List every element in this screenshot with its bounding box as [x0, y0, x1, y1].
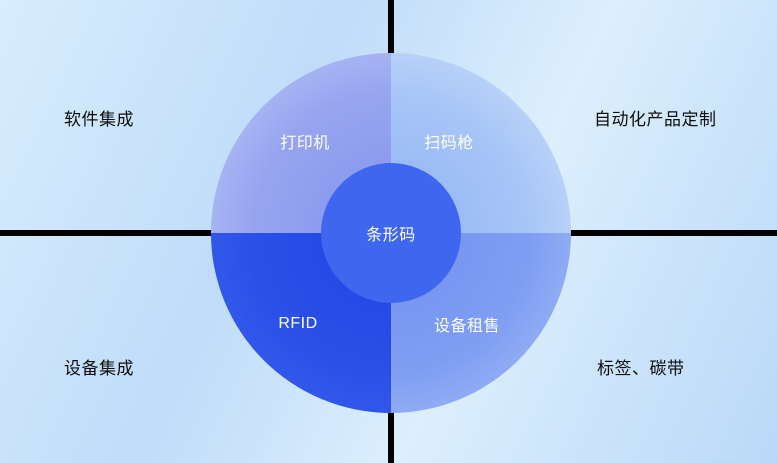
corner-label-device-integration: 设备集成 [64, 359, 134, 378]
segment-label-printer: 打印机 [280, 135, 330, 152]
center-circle: 条形码 [321, 163, 461, 303]
segment-label-rfid: RFID [278, 315, 318, 332]
segmented-circle: 打印机 扫码枪 RFID 设备租售 条形码 [211, 53, 571, 413]
segment-label-rental: 设备租售 [433, 318, 501, 335]
corner-label-automation-customization: 自动化产品定制 [594, 110, 717, 129]
corner-label-software-integration: 软件集成 [64, 110, 134, 129]
center-label-barcode: 条形码 [366, 227, 416, 244]
corner-label-labels-ribbons: 标签、碳带 [597, 359, 685, 378]
segment-label-scanner: 扫码枪 [424, 135, 474, 152]
